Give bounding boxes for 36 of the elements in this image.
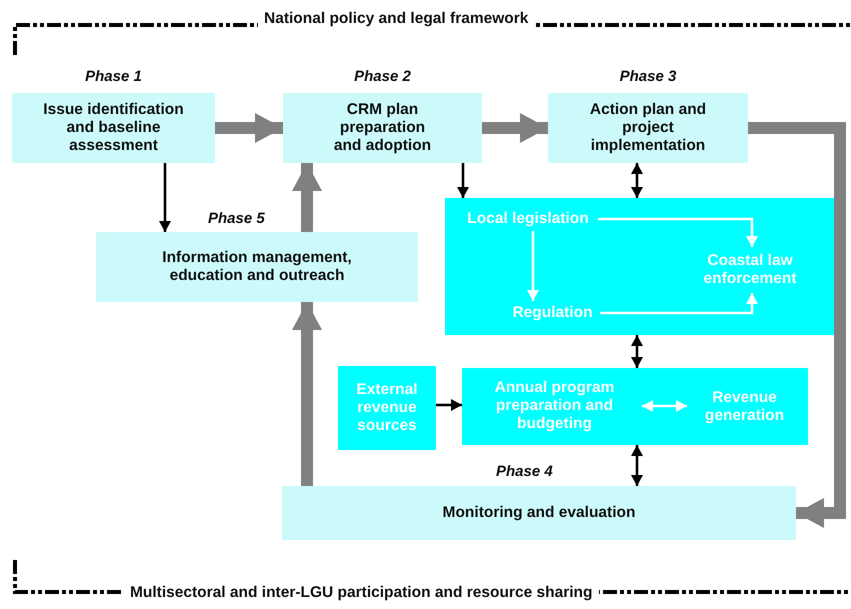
box-label: Action plan and project implementation [588, 101, 708, 155]
arrow [748, 122, 846, 528]
arrow [631, 163, 643, 198]
step-label: Annual program preparation and budgeting [494, 379, 616, 433]
framework-label: Multisectoral and inter-LGU participation and resource sharing [124, 584, 598, 602]
phase-label: Phase 2 [353, 68, 412, 85]
arrow [482, 113, 548, 143]
box-label: CRM plan preparation and adoption [333, 101, 432, 155]
phase-label: Phase 1 [84, 68, 143, 85]
group-box [445, 198, 835, 335]
arrow [457, 163, 469, 198]
arrow [292, 163, 322, 232]
arrow [436, 399, 462, 411]
arrow [631, 335, 643, 368]
box-label: External revenue sources [355, 381, 419, 435]
phase-label: Phase 5 [208, 210, 266, 227]
arrow [292, 302, 322, 486]
step-label: Coastal law enforcement [702, 252, 798, 288]
phase-label: Phase 4 [496, 463, 554, 480]
arrow [631, 445, 643, 486]
process-box [338, 366, 436, 450]
box-label: Information management, education and outreach [161, 249, 353, 285]
arrow [527, 231, 539, 301]
arrow [159, 163, 171, 232]
arrow [215, 113, 283, 143]
arrow [600, 293, 758, 314]
box-label: Issue identification and baseline assessment [42, 101, 185, 155]
step-label: Local legislation [467, 210, 589, 228]
group-box [462, 368, 808, 445]
step-label: Revenue generation [704, 389, 786, 425]
framework-label: National policy and legal framework [258, 10, 534, 28]
step-label: Regulation [512, 304, 593, 322]
box-label: Monitoring and evaluation [442, 504, 636, 522]
phase-label: Phase 3 [618, 68, 678, 85]
arrow [598, 218, 758, 247]
arrow [642, 400, 687, 412]
